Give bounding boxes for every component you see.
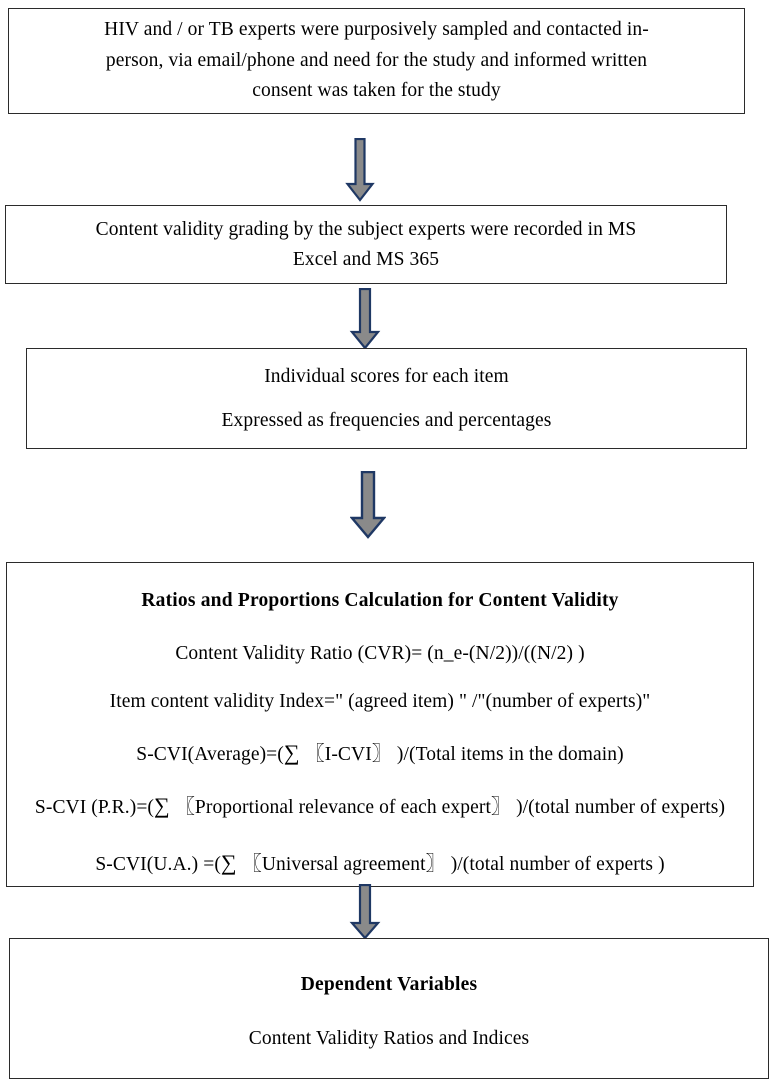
arrow-down-icon <box>350 471 386 539</box>
lenticular-close-bracket: 〗 <box>490 795 512 818</box>
arrow-down-icon <box>349 884 381 940</box>
formula-part-post2: experts) <box>661 796 726 818</box>
formula-scvi-ua: S-CVI(U.A.) =(∑ 〖Universal agreement〗 )/… <box>21 847 739 879</box>
formula-scvi-average: S-CVI(Average)=(∑ 〖I-CVI〗 )/(Total items… <box>21 737 739 769</box>
node-text-line: Individual scores for each item <box>264 366 509 388</box>
formula-icvi: Item content validity Index=" (agreed it… <box>109 691 651 713</box>
node-text-line: Expressed as frequencies and percentages <box>221 409 552 431</box>
summation-symbol: ∑ <box>154 792 170 818</box>
lenticular-open-bracket: 〖 <box>174 795 195 818</box>
dependent-heading: Dependent Variables <box>300 974 478 995</box>
formula-part-pre: S-CVI (P.R.)=( <box>34 796 155 818</box>
lenticular-close-bracket: 〗 <box>425 853 446 876</box>
formula-cvr: Content Validity Ratio (CVR)= (n_e-(N/2)… <box>175 642 585 664</box>
node-text-line: Content validity grading by the subject … <box>95 218 637 240</box>
formula-part-inner: Proportional relevance of each expert <box>194 796 491 818</box>
summation-symbol: ∑ <box>283 740 300 766</box>
lenticular-open-bracket: 〖 <box>241 853 262 876</box>
formula-part-inner: Universal agreement <box>261 854 426 876</box>
calculations-heading: Ratios and Proportions Calculation for C… <box>141 590 619 611</box>
formula-part-pre: S-CVI(U.A.) =( <box>95 854 221 876</box>
formula-part-post: )/(total number of <box>511 796 657 818</box>
node-text-line: consent was taken for the study <box>252 80 501 102</box>
arrow-down-icon <box>349 288 381 350</box>
node-text-line: person, via email/phone and need for the… <box>105 49 648 71</box>
formula-part-post: )/(total number of experts ) <box>445 854 665 876</box>
formula-part-inner: I-CVI <box>324 744 372 766</box>
flow-node-calculations: Ratios and Proportions Calculation for C… <box>6 562 754 887</box>
formula-scvi-pr: S-CVI (P.R.)=(∑ 〖Proportional relevance … <box>21 790 739 822</box>
formula-part-pre: S-CVI(Average)=( <box>136 744 284 766</box>
node-text-line: HIV and / or TB experts were purposively… <box>104 19 649 41</box>
formula-part-post: )/(Total items in the domain) <box>391 744 624 766</box>
node-text-line: Excel and MS 365 <box>292 248 440 270</box>
summation-symbol: ∑ <box>220 850 237 876</box>
node-text-line: Content Validity Ratios and Indices <box>248 1027 530 1049</box>
lenticular-close-bracket: 〗 <box>371 743 392 766</box>
arrow-down-icon <box>345 138 375 202</box>
flow-node-individual-scores: Individual scores for each item Expresse… <box>26 348 747 449</box>
lenticular-open-bracket: 〖 <box>304 743 325 766</box>
flow-node-recruitment: HIV and / or TB experts were purposively… <box>8 8 745 114</box>
flow-node-dependent-variables: Dependent Variables Content Validity Rat… <box>9 938 769 1079</box>
flow-node-data-recording: Content validity grading by the subject … <box>5 205 727 284</box>
